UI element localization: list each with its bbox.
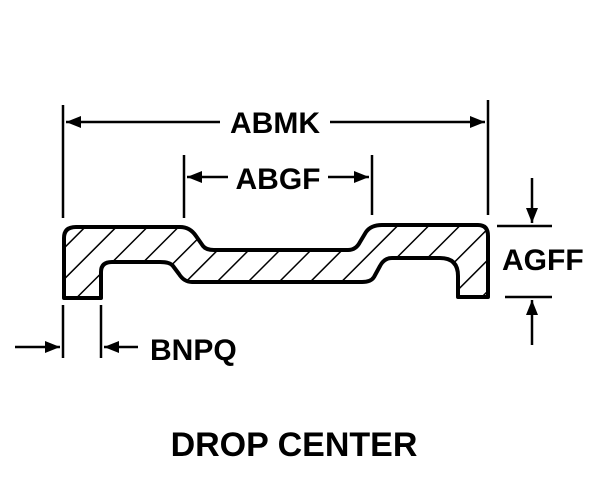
dimension-abmk <box>61 100 490 218</box>
label-agff: AGFF <box>502 244 584 277</box>
dimension-agff <box>497 178 552 345</box>
label-abmk: ABMK <box>230 107 320 140</box>
diagram-caption: DROP CENTER <box>171 426 418 464</box>
dimension-abgf <box>182 155 374 218</box>
dimension-bnpq <box>15 305 138 358</box>
rim-profile <box>62 223 490 300</box>
label-bnpq: BNPQ <box>150 334 237 367</box>
label-abgf: ABGF <box>236 163 321 196</box>
